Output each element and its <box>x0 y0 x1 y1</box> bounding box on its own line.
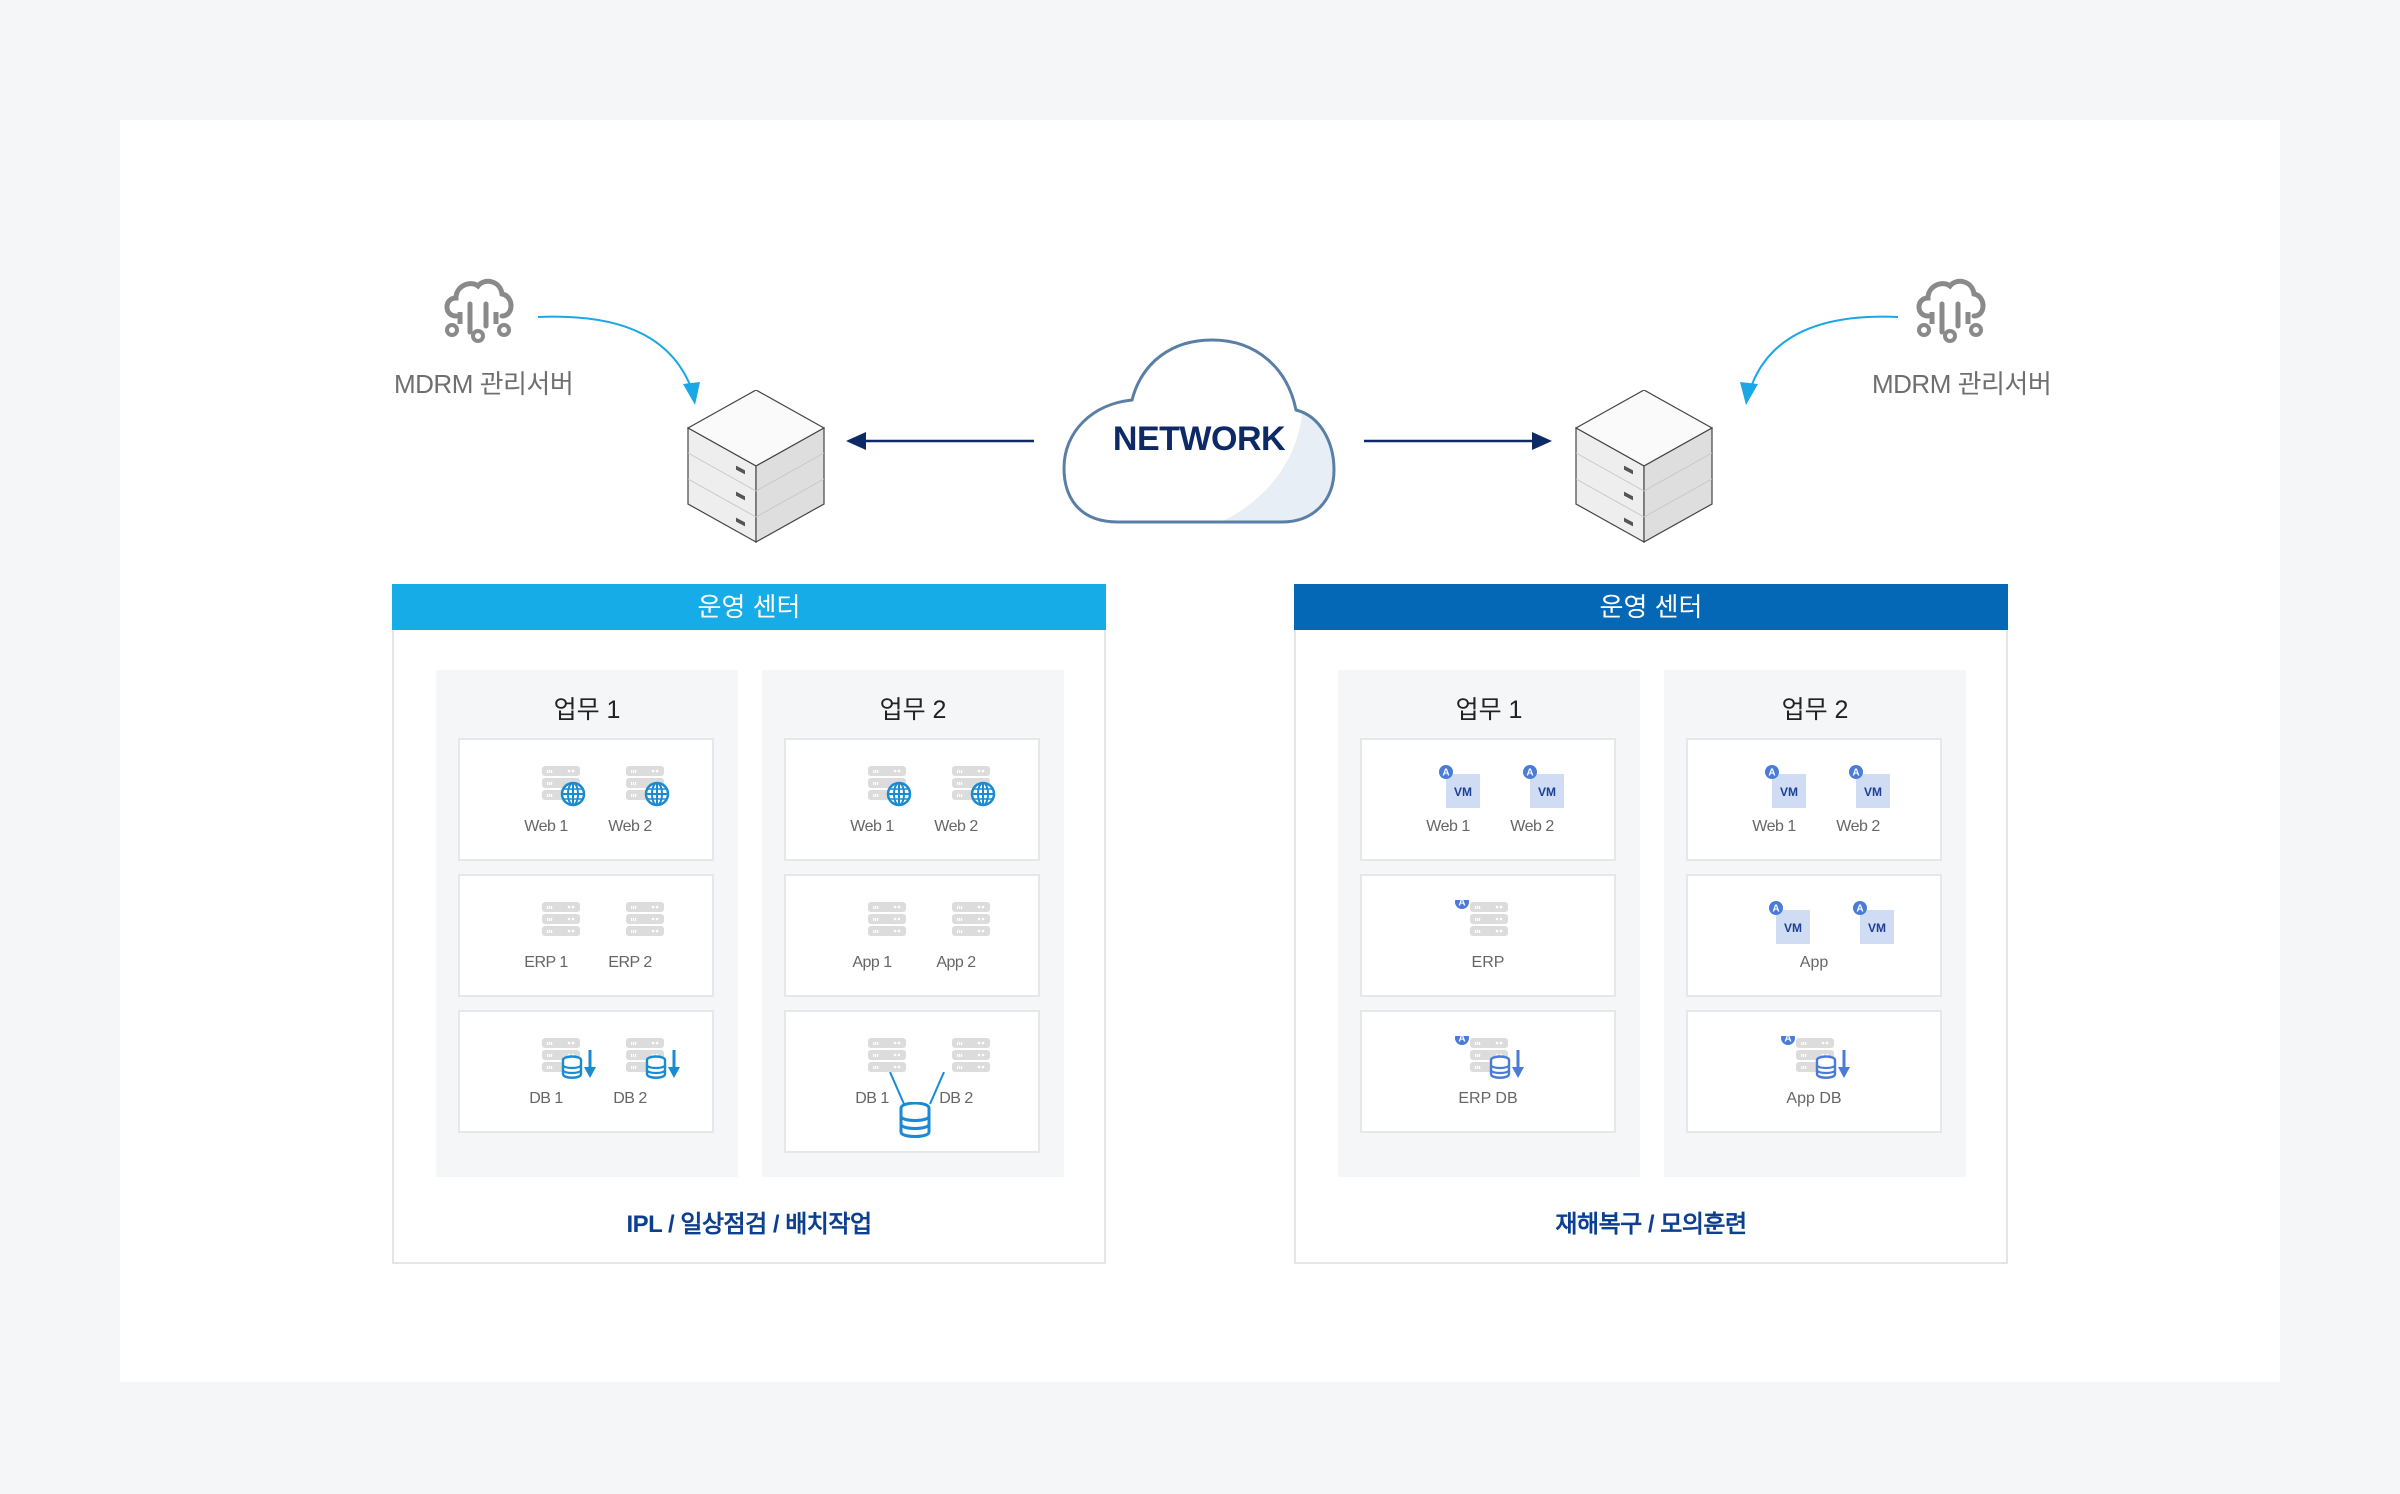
node-label: App <box>1799 954 1829 971</box>
network-cloud <box>1062 338 1336 524</box>
web-server-icon <box>606 764 686 844</box>
svg-text:A: A <box>1526 768 1533 779</box>
node-label: DB 1 <box>529 1090 563 1107</box>
node-label: App DB <box>1786 1090 1842 1107</box>
operations-center-left: 운영 센터 업무 1 Web 1 Web 2 <box>392 584 1106 1264</box>
server-icon <box>932 900 1012 980</box>
task-group: 업무 1 VM A VM A Web 1 Web 2 A ERP <box>1338 670 1640 1177</box>
db-row: A ERP DB <box>1360 1010 1616 1133</box>
svg-text:A: A <box>1784 1036 1791 1045</box>
server-icon <box>522 900 602 980</box>
svg-text:A: A <box>1772 904 1779 915</box>
svg-text:A: A <box>1458 900 1465 909</box>
storage-server-right <box>1574 390 1714 544</box>
node-label: DB 2 <box>613 1090 647 1107</box>
svg-text:A: A <box>1852 768 1859 779</box>
node-label: Web 1 <box>1426 818 1470 835</box>
operations-center-right: 운영 센터 업무 1 VM A VM A Web 1 Web 2 A ERP <box>1294 584 2008 1264</box>
network-arrow-right <box>1364 432 1552 450</box>
server-agent-icon: A <box>1450 895 1530 980</box>
task-group: 업무 2 Web 1 Web 2 <box>762 670 1064 1177</box>
node-label: ERP <box>1471 954 1505 971</box>
app-row: App 1 App 2 <box>784 874 1040 997</box>
database-backup-icon <box>606 1036 686 1116</box>
node-label: Web 1 <box>524 818 568 835</box>
node-label: App 1 <box>852 954 892 971</box>
db-row: A App DB <box>1686 1010 1942 1133</box>
node-label: DB 2 <box>939 1090 973 1107</box>
vm-web-row: VM A VM A Web 1 Web 2 <box>1360 738 1616 861</box>
storage-server-left <box>686 390 826 544</box>
vm-icon: VM A <box>1834 764 1914 844</box>
cloud-network-icon <box>1916 278 1986 343</box>
server-icon <box>848 1036 928 1116</box>
svg-text:A: A <box>1442 768 1449 779</box>
web-server-icon <box>848 764 928 844</box>
web-server-icon <box>522 764 602 844</box>
cloud-network-icon <box>444 278 514 343</box>
svg-text:VM: VM <box>1784 921 1802 935</box>
panel-header: 운영 센터 <box>1294 584 2008 630</box>
network-arrow-left <box>846 432 1034 450</box>
svg-text:VM: VM <box>1864 785 1882 799</box>
task-title: 업무 1 <box>553 696 621 724</box>
vm-web-row: VM A VM A Web 1 Web 2 <box>1686 738 1942 861</box>
web-server-icon <box>932 764 1012 844</box>
vm-icon: VM A <box>1838 900 1918 980</box>
shared-database-icon <box>899 1102 931 1138</box>
shared-db-connector <box>889 1072 945 1105</box>
node-label: Web 1 <box>1752 818 1796 835</box>
svg-text:A: A <box>1458 1036 1465 1045</box>
server-icon <box>848 900 928 980</box>
sync-arrow-right <box>1740 315 1899 405</box>
task-group: 업무 1 Web 1 Web 2 <box>436 670 738 1177</box>
node-label: DB 1 <box>855 1090 889 1107</box>
vm-icon: VM A <box>1424 764 1504 844</box>
database-agent-icon: A <box>1776 1031 1856 1116</box>
web-row: Web 1 Web 2 <box>458 738 714 861</box>
erp-row: ERP 1 ERP 2 <box>458 874 714 997</box>
svg-text:VM: VM <box>1538 785 1556 799</box>
erp-row: A ERP <box>1360 874 1616 997</box>
task-group: 업무 2 VM A VM A Web 1 Web 2 VM A VM A App <box>1664 670 1966 1177</box>
svg-text:VM: VM <box>1780 785 1798 799</box>
task-title: 업무 2 <box>1781 696 1849 724</box>
node-label: Web 2 <box>608 818 652 835</box>
network-label: NETWORK <box>1112 420 1286 458</box>
server-icon <box>606 900 686 980</box>
node-label: Web 2 <box>934 818 978 835</box>
shared-db-row: DB 1 DB 2 <box>784 1010 1040 1153</box>
node-label: ERP 1 <box>524 954 568 971</box>
vm-icon: VM A <box>1508 764 1588 844</box>
database-backup-icon <box>522 1036 602 1116</box>
db-row: DB 1 DB 2 <box>458 1010 714 1133</box>
mdrm-server-label-right: MDRM 관리서버 <box>1872 369 2052 399</box>
svg-text:VM: VM <box>1868 921 1886 935</box>
panel-caption: IPL / 일상점검 / 배치작업 <box>626 1211 872 1238</box>
node-label: Web 2 <box>1836 818 1880 835</box>
panel-header: 운영 센터 <box>392 584 1106 630</box>
node-label: ERP DB <box>1458 1090 1518 1107</box>
web-row: Web 1 Web 2 <box>784 738 1040 861</box>
task-title: 업무 1 <box>1455 696 1523 724</box>
panel-caption: 재해복구 / 모의훈련 <box>1555 1211 1747 1238</box>
server-icon <box>932 1036 1012 1116</box>
svg-text:A: A <box>1768 768 1775 779</box>
vm-app-row: VM A VM A App <box>1686 874 1942 997</box>
database-agent-icon: A <box>1450 1031 1530 1116</box>
svg-text:VM: VM <box>1454 785 1472 799</box>
node-label: ERP 2 <box>608 954 652 971</box>
svg-text:A: A <box>1856 904 1863 915</box>
node-label: App 2 <box>936 954 976 971</box>
sync-arrow-left <box>537 315 700 405</box>
task-title: 업무 2 <box>879 696 947 724</box>
vm-icon: VM A <box>1750 764 1830 844</box>
node-label: Web 1 <box>850 818 894 835</box>
node-label: Web 2 <box>1510 818 1554 835</box>
vm-icon: VM A <box>1754 900 1834 980</box>
mdrm-server-label-left: MDRM 관리서버 <box>394 369 574 399</box>
